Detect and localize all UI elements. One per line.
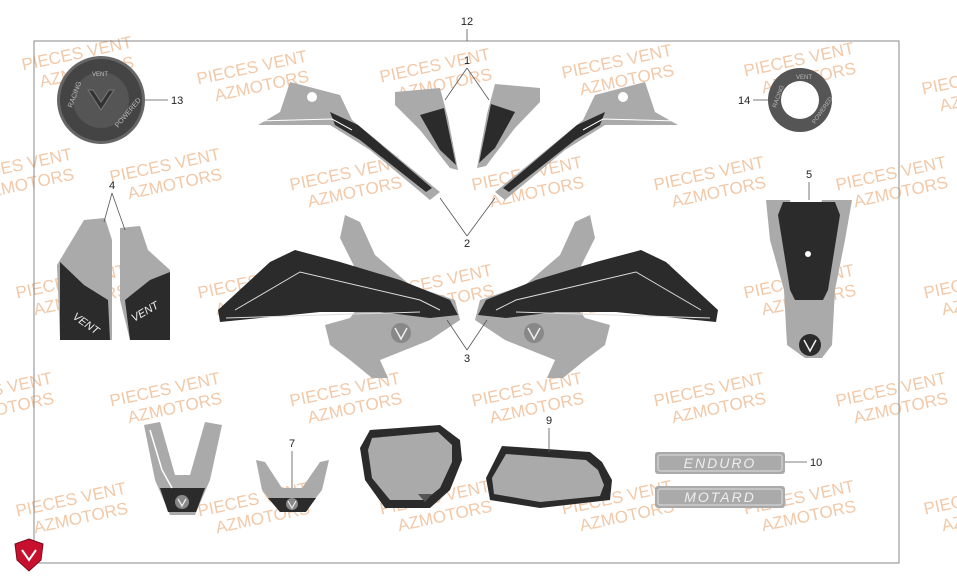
svg-text:1: 1 xyxy=(464,55,470,67)
svg-text:10: 10 xyxy=(810,457,822,469)
callout-12: 12 xyxy=(461,16,473,41)
svg-text:VENT: VENT xyxy=(92,72,108,78)
radiator-shroud-decal-left-3 xyxy=(218,215,460,378)
side-panel-decal-9 xyxy=(486,446,612,508)
motard-decal: MOTARD xyxy=(655,486,785,508)
tank-top-decal-left-1 xyxy=(395,88,458,170)
svg-text:3: 3 xyxy=(464,353,470,365)
svg-text:2: 2 xyxy=(464,238,470,250)
svg-text:MOTARD: MOTARD xyxy=(684,489,756,505)
callout-10: 10 xyxy=(785,457,822,469)
callout-4: 4 xyxy=(103,180,126,231)
callout-1: 1 xyxy=(444,55,490,101)
callout-2: 2 xyxy=(439,197,496,250)
svg-text:13: 13 xyxy=(171,95,183,107)
svg-text:ENDURO: ENDURO xyxy=(684,455,757,471)
diagram-frame xyxy=(33,40,900,564)
callout-3: 3 xyxy=(446,319,488,365)
brand-shield-logo xyxy=(14,538,44,572)
front-fender-decal-5 xyxy=(766,200,852,358)
fork-guard-decal-right-4: VENT xyxy=(120,226,170,340)
headlight-decal-7 xyxy=(256,460,329,512)
front-plate-decal xyxy=(144,422,222,515)
svg-text:4: 4 xyxy=(109,180,115,192)
svg-text:9: 9 xyxy=(546,415,552,427)
svg-text:5: 5 xyxy=(806,169,812,181)
enduro-decal-10: ENDURO xyxy=(655,452,785,474)
svg-text:14: 14 xyxy=(738,95,750,107)
callout-14: 14 xyxy=(738,95,768,107)
radiator-shroud-decal-right-3 xyxy=(475,215,718,378)
svg-text:7: 7 xyxy=(289,438,295,450)
svg-text:12: 12 xyxy=(461,16,473,28)
callout-5: 5 xyxy=(806,169,812,200)
callout-7: 7 xyxy=(289,438,295,488)
shroud-decal-right-2 xyxy=(495,82,679,200)
callout-9: 9 xyxy=(546,415,552,452)
tank-top-decal-right-1 xyxy=(477,84,540,168)
side-panel-decal xyxy=(360,425,462,508)
svg-text:VENT: VENT xyxy=(796,75,812,81)
fork-guard-decal-left-4: VENT xyxy=(57,218,112,340)
shroud-decal-left-2 xyxy=(257,82,440,200)
racing-powered-round-decal-13: VENT RACING POWERED xyxy=(57,56,145,144)
callout-13: 13 xyxy=(145,95,183,107)
racing-powered-ring-decal-14: VENT RACING POWERED xyxy=(768,68,835,132)
